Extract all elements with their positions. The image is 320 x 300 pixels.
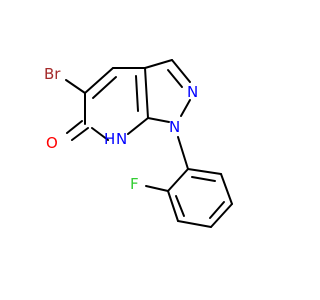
bond-n2-n1 <box>180 99 191 117</box>
bond-ph-5-6 <box>220 173 233 205</box>
atom-nh-h: H <box>104 130 115 148</box>
bond-c7a-c3a-double <box>135 75 139 112</box>
bond-ph-2-3 <box>167 190 179 222</box>
atom-o: O <box>46 134 58 152</box>
bond-c5-c4 <box>84 67 114 94</box>
bond-ph-4-5 <box>210 203 233 228</box>
bond-c5-br <box>65 79 86 94</box>
bond-c3-n2 <box>171 59 191 83</box>
bond-ph-f <box>145 185 169 192</box>
atom-n-pyrazole: N <box>187 83 198 101</box>
bond-nh-c6 <box>91 127 109 141</box>
bond-c6-o-double <box>71 127 89 141</box>
bond-ph-1-2 <box>167 168 189 192</box>
bond-n1-c7a <box>147 117 170 123</box>
bond-ph-inner-b <box>209 201 225 219</box>
bond-ph-6-1 <box>187 168 222 175</box>
atom-br: Br <box>44 65 61 83</box>
bond-c3a-c3 <box>144 59 173 69</box>
bond-c3-n2-double <box>167 69 183 88</box>
atom-labels: Br O N N N F H <box>44 65 198 193</box>
bonds <box>65 59 233 228</box>
structure-svg: Br O N N N F H <box>44 59 233 228</box>
bond-c6-o <box>66 120 83 134</box>
atom-nh-n: N <box>116 130 127 148</box>
molecule-diagram: Br O N N N F H <box>44 59 233 228</box>
bond-ph-3-4 <box>177 220 212 228</box>
bond-ph-inner-a <box>175 195 185 217</box>
bond-n1-ph <box>177 136 189 170</box>
bond-c5-c4-double <box>92 76 117 99</box>
bond-c7a-nh <box>127 117 149 135</box>
atom-f: F <box>130 175 139 193</box>
bond-c7a-c3a <box>144 67 149 119</box>
bond-ph-inner-c <box>191 176 216 182</box>
atom-n1: N <box>169 118 180 136</box>
